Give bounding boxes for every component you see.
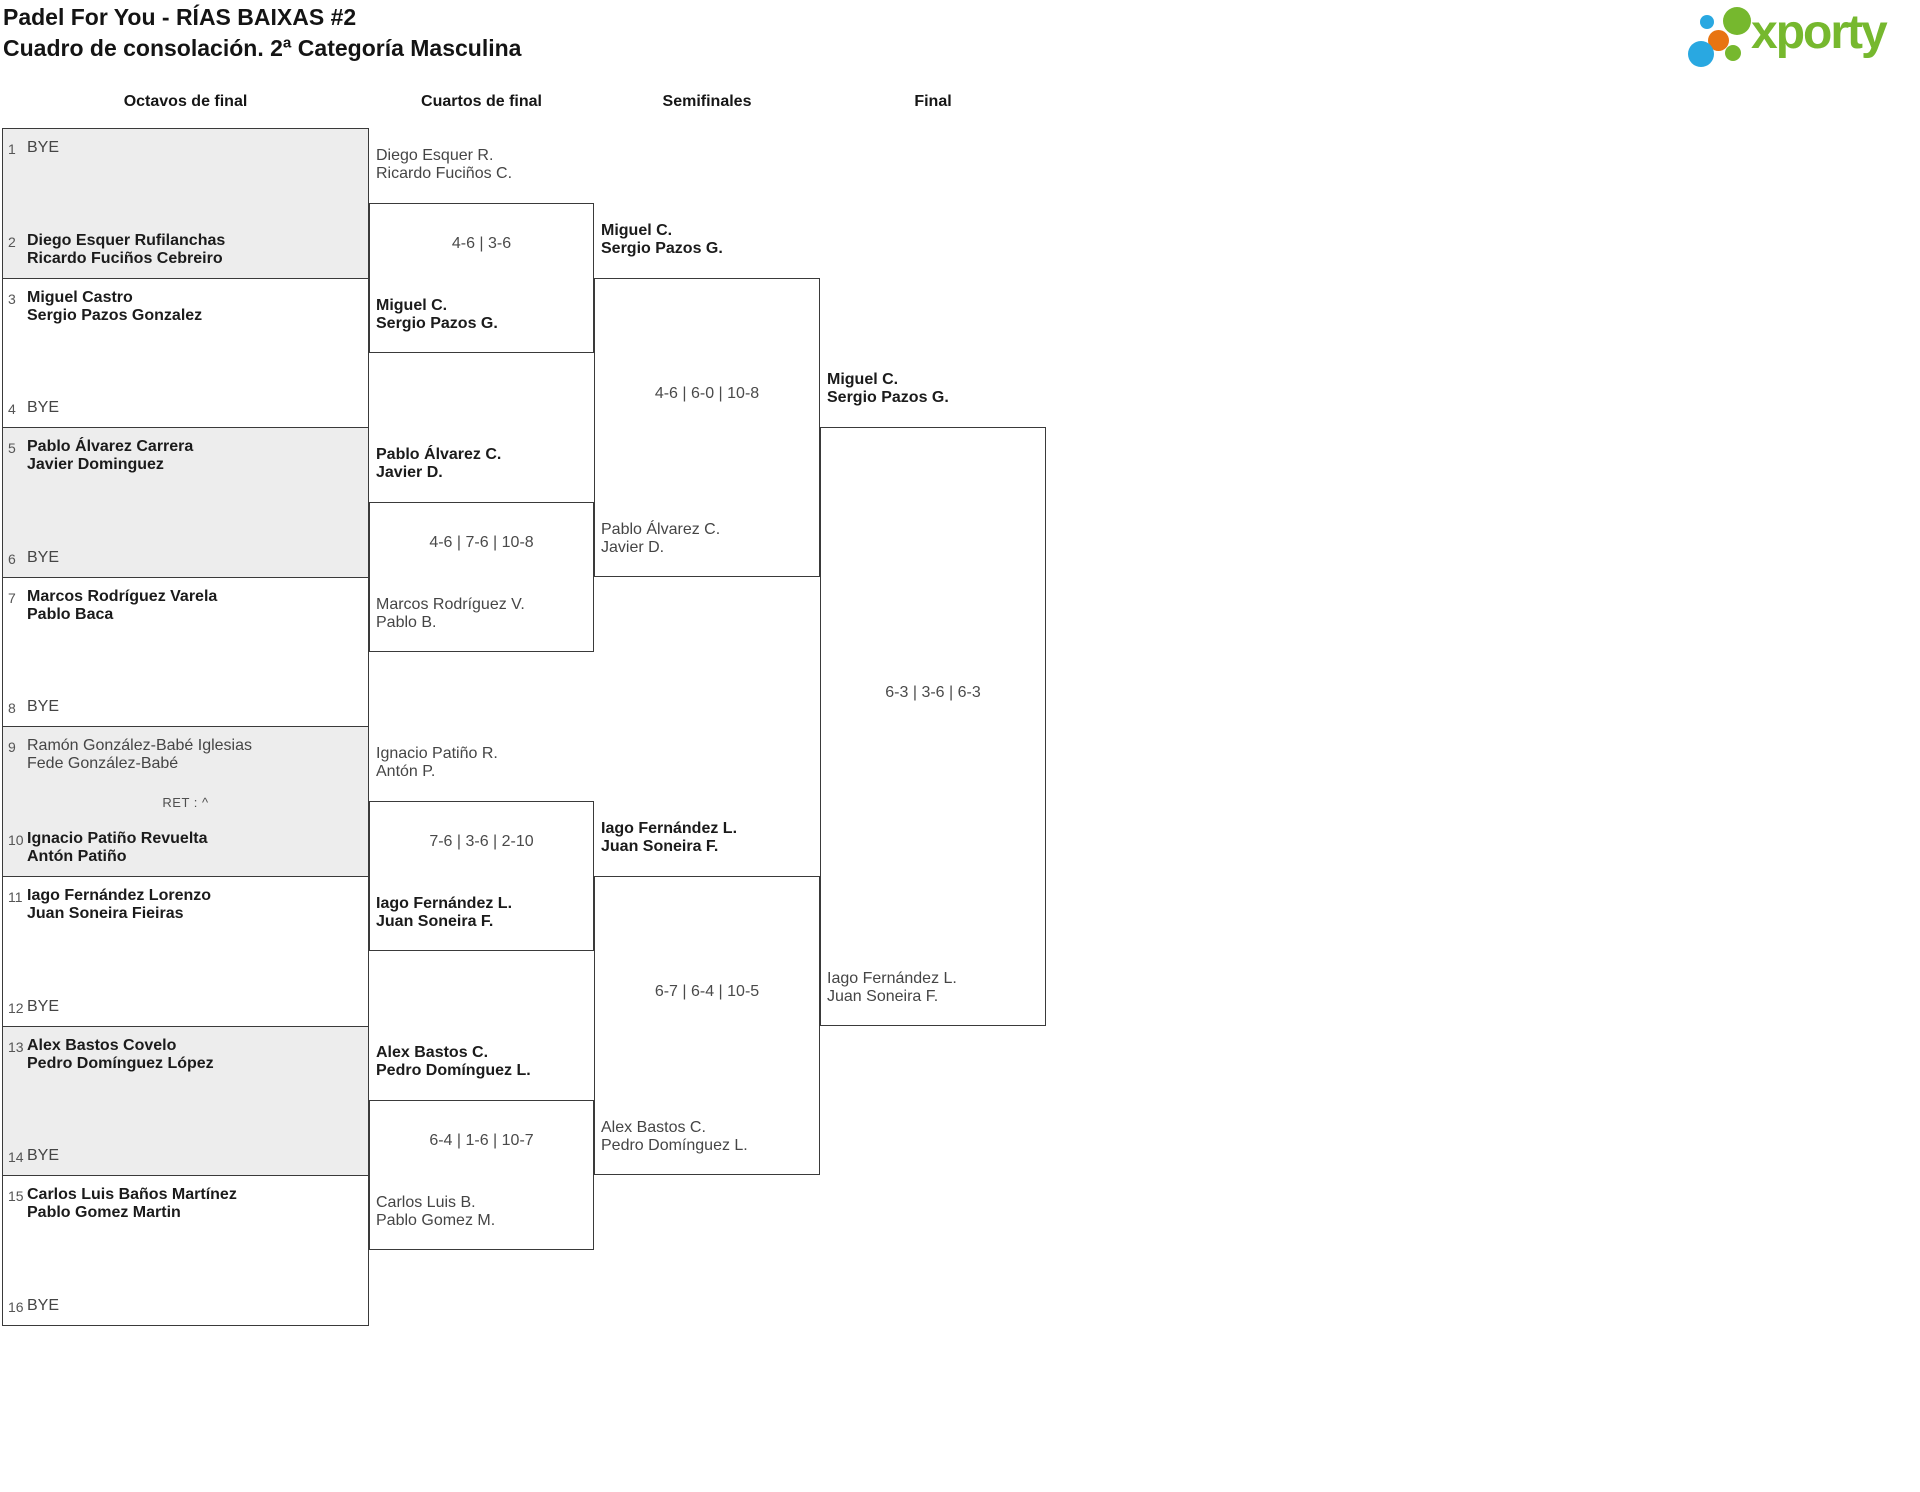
logo-dot-orange — [1708, 30, 1729, 51]
logo-wordmark: xporty — [1751, 6, 1888, 59]
team-label-cuartos-3-top: Ignacio Patiño R.Antón P. — [376, 745, 498, 780]
round-header-final: Final — [914, 93, 952, 110]
seed-number: 2 — [8, 234, 16, 250]
team-label-semifinal-2-bottom: Alex Bastos C.Pedro Domínguez L. — [601, 1119, 748, 1154]
team-names: BYE — [27, 139, 60, 156]
team-names: BYE — [27, 399, 60, 416]
cuartos-match-4-box: 6-4 | 1-6 | 10-7 — [369, 1100, 594, 1250]
team-label-semifinal-1-bottom: Pablo Álvarez C.Javier D. — [601, 521, 721, 556]
bracket-slot-8: 8 BYE — [8, 698, 364, 716]
team-names: BYE — [27, 998, 60, 1015]
bracket-slot-16: 16 BYE — [8, 1297, 364, 1315]
round-header-octavos: Octavos de final — [123, 93, 248, 110]
logo-dot-blue-large — [1688, 41, 1714, 67]
team-names: BYE — [27, 1147, 60, 1164]
retirement-note: RET : ^ — [162, 795, 209, 810]
team-names: BYE — [27, 1297, 60, 1314]
seed-number: 1 — [8, 141, 16, 157]
logo-dot-green-large — [1723, 7, 1751, 35]
logo-dot-blue-small — [1700, 15, 1714, 29]
seed-number: 3 — [8, 291, 16, 307]
seed-number: 11 — [8, 889, 23, 905]
match-score: 6-4 | 1-6 | 10-7 — [429, 1132, 534, 1149]
seed-number: 9 — [8, 739, 16, 755]
match-score: 6-7 | 6-4 | 10-5 — [654, 983, 760, 1000]
match-score: 4-6 | 7-6 | 10-8 — [429, 534, 534, 551]
cuartos-match-1-box: 4-6 | 3-6 — [369, 203, 594, 353]
seed-number: 8 — [8, 700, 16, 716]
seed-number: 15 — [8, 1188, 24, 1204]
round-header-semifinales: Semifinales — [662, 93, 752, 110]
team-label-semifinal-1-top: Miguel C.Sergio Pazos G. — [601, 222, 723, 257]
cuartos-match-2-box: 4-6 | 7-6 | 10-8 — [369, 502, 594, 652]
team-label-cuartos-1-top: Diego Esquer R.Ricardo Fuciños C. — [376, 147, 513, 182]
seed-number: 5 — [8, 440, 16, 456]
bracket-slot-4: 4 BYE — [8, 399, 364, 417]
team-label-cuartos-1-bottom: Miguel C.Sergio Pazos G. — [376, 297, 498, 332]
seed-number: 12 — [8, 1000, 24, 1016]
page-subtitle: Cuadro de consolación. 2ª Categoría Masc… — [3, 35, 522, 61]
round-header-cuartos: Cuartos de final — [421, 93, 542, 110]
bracket-slot-14: 14 BYE — [8, 1147, 364, 1165]
team-label-cuartos-4-top: Alex Bastos C.Pedro Domínguez L. — [376, 1044, 531, 1079]
team-label-cuartos-2-bottom: Marcos Rodríguez V.Pablo B. — [376, 596, 525, 631]
bracket-slot-12: 12 BYE — [8, 998, 364, 1016]
page-title: Padel For You - RÍAS BAIXAS #2 — [3, 4, 357, 30]
team-names: BYE — [27, 549, 60, 566]
team-label-cuartos-3-bottom: Iago Fernández L.Juan Soneira F. — [376, 895, 513, 930]
seed-number: 13 — [8, 1039, 24, 1055]
logo-dot-green-small — [1725, 45, 1741, 61]
match-score: 4-6 | 6-0 | 10-8 — [654, 385, 760, 402]
match-score: 6-3 | 3-6 | 6-3 — [885, 684, 981, 701]
seed-number: 16 — [8, 1299, 24, 1315]
team-label-semifinal-2-top: Iago Fernández L.Juan Soneira F. — [601, 820, 738, 855]
seed-number: 4 — [8, 401, 16, 417]
cuartos-match-3-box: 7-6 | 3-6 | 2-10 — [369, 801, 594, 951]
team-label-final-bottom: Iago Fernández L.Juan Soneira F. — [827, 970, 957, 1005]
seed-number: 7 — [8, 590, 16, 606]
final-box: 6-3 | 3-6 | 6-3 — [820, 427, 1046, 1026]
bracket-slot-6: 6 BYE — [8, 549, 364, 567]
team-label-cuartos-2-top: Pablo Álvarez C.Javier D. — [376, 446, 502, 481]
match-score: 7-6 | 3-6 | 2-10 — [429, 833, 534, 850]
team-names: BYE — [27, 698, 60, 715]
semifinal-1-box: 4-6 | 6-0 | 10-8 — [594, 278, 820, 577]
match-score: 4-6 | 3-6 — [451, 235, 512, 252]
seed-number: 10 — [8, 832, 24, 848]
bracket-slot-1: 1 BYE — [8, 139, 364, 157]
team-label-cuartos-4-bottom: Carlos Luis B.Pablo Gomez M. — [376, 1194, 496, 1229]
seed-number: 14 — [8, 1149, 24, 1165]
team-label-final-top: Miguel C.Sergio Pazos G. — [827, 371, 949, 406]
semifinal-2-box: 6-7 | 6-4 | 10-5 — [594, 876, 820, 1175]
seed-number: 6 — [8, 551, 16, 567]
